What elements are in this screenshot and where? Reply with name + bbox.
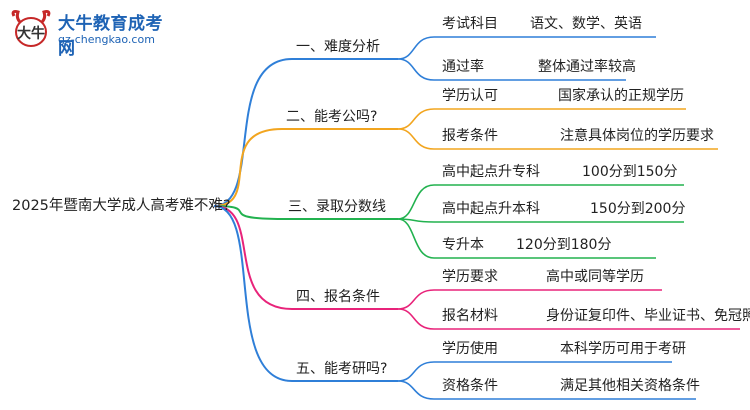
logo-name: 大牛教育成考网 [58, 14, 163, 59]
branch-connector [213, 205, 283, 220]
logo-emblem-text: 大牛 [17, 25, 45, 42]
item-connector [397, 308, 435, 330]
item-value: 整体通过率较高 [538, 59, 636, 75]
branch-connector [213, 205, 293, 382]
item-key: 资格条件 [442, 378, 498, 394]
branch-label: 三、录取分数线 [288, 199, 386, 215]
branch-label: 五、能考研吗? [296, 361, 388, 377]
item-connector [397, 380, 435, 400]
item-value: 注意具体岗位的学历要求 [560, 128, 714, 144]
item-value: 120分到180分 [516, 237, 612, 253]
root-topic: 2025年暨南大学成人高考难不难? [12, 198, 231, 214]
logo-url: gz-chengkao.com [58, 33, 155, 46]
item-key: 高中起点升专科 [442, 164, 540, 180]
item-connector [397, 218, 435, 259]
item-value: 100分到150分 [582, 164, 678, 180]
site-logo: 大牛 大牛教育成考网 gz-chengkao.com [8, 6, 168, 59]
item-connector [397, 58, 435, 81]
item-connector [397, 289, 435, 310]
item-key: 通过率 [442, 59, 484, 75]
item-key: 学历认可 [442, 88, 498, 104]
branch-connector [213, 128, 283, 207]
item-connector [397, 128, 435, 150]
branch-label: 四、报名条件 [296, 289, 380, 305]
item-connector [397, 361, 435, 382]
item-value: 国家承认的正规学历 [558, 88, 684, 104]
branch-label: 一、难度分析 [296, 39, 380, 55]
item-connector [397, 184, 435, 220]
item-value: 150分到200分 [590, 201, 686, 217]
item-key: 学历要求 [442, 269, 498, 285]
item-value: 语文、数学、英语 [530, 16, 642, 32]
branch-connector [213, 58, 293, 207]
item-value: 高中或同等学历 [546, 269, 644, 285]
item-value: 本科学历可用于考研 [560, 341, 686, 357]
item-key: 专升本 [442, 237, 484, 253]
bull-logo-icon: 大牛 [11, 10, 51, 47]
item-value: 身份证复印件、毕业证书、免冠照片 [546, 308, 750, 324]
item-key: 报名材料 [442, 308, 498, 324]
item-value: 满足其他相关资格条件 [560, 378, 700, 394]
item-connector [397, 36, 435, 60]
item-key: 高中起点升本科 [442, 201, 540, 217]
item-connector [397, 108, 435, 130]
item-key: 考试科目 [442, 16, 498, 32]
branch-connector [213, 205, 293, 310]
item-key: 学历使用 [442, 341, 498, 357]
item-key: 报考条件 [442, 128, 498, 144]
branch-label: 二、能考公吗? [286, 109, 378, 125]
